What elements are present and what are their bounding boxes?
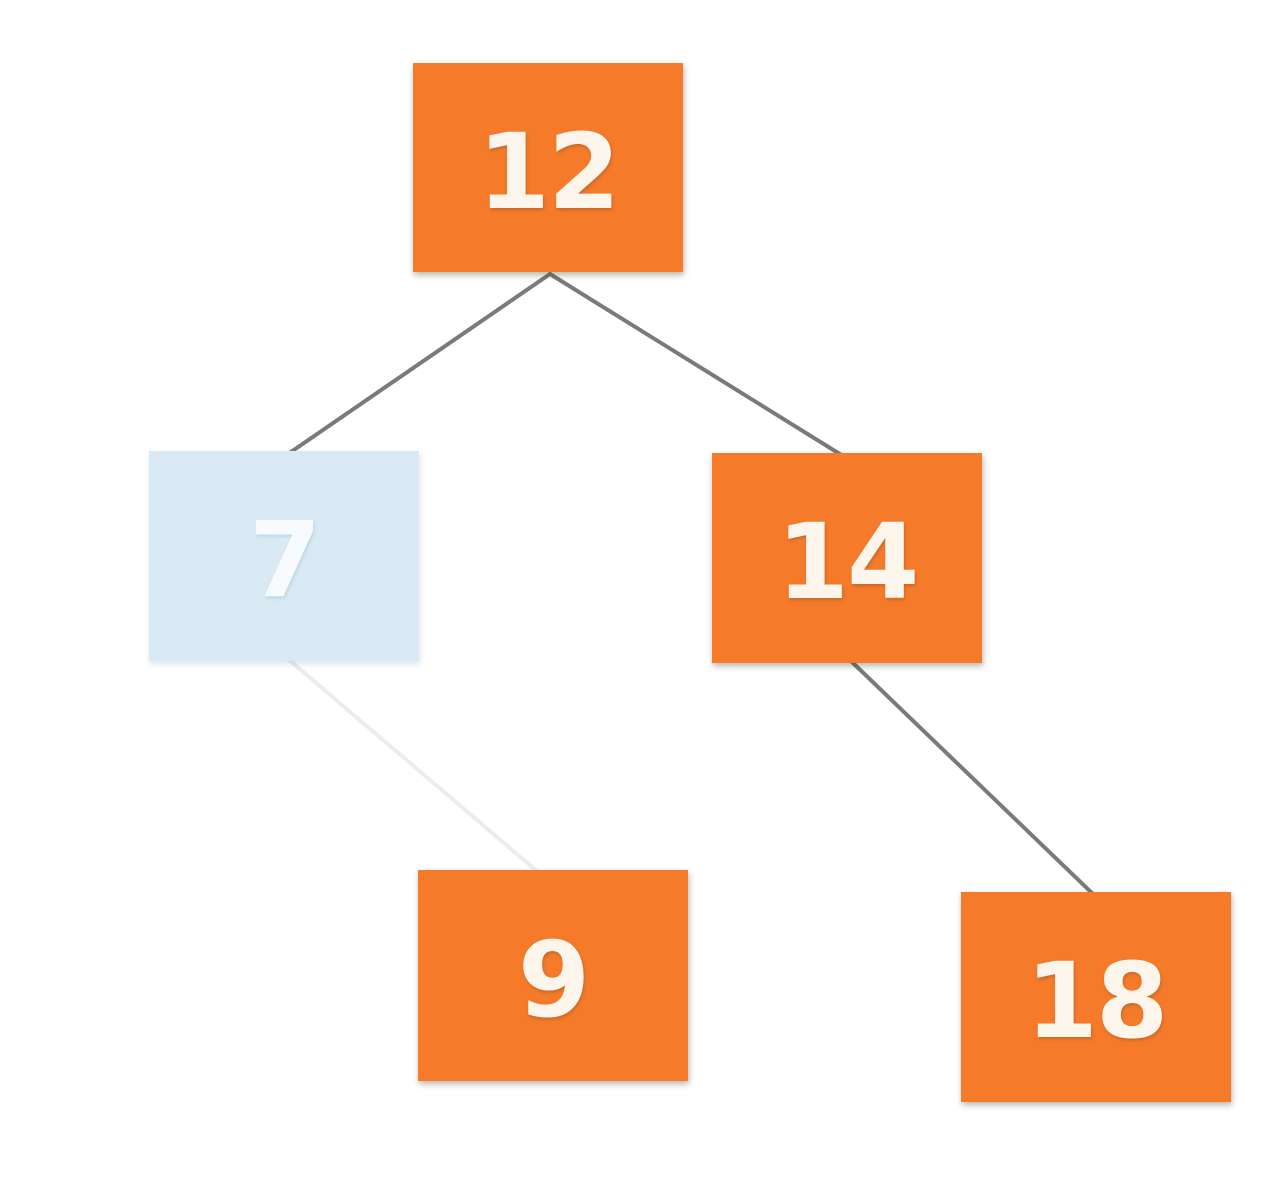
tree-edge-n14-n18	[850, 660, 1096, 897]
node-value: 9	[517, 918, 590, 1041]
node-value: 12	[477, 110, 621, 233]
tree-edge-n12-n14	[548, 272, 845, 458]
tree-edge-n12-n7	[286, 272, 552, 456]
node-value: 7	[248, 499, 321, 621]
tree-node-7: 7	[149, 451, 419, 661]
tree-edge-n7-n9	[286, 657, 540, 874]
tree-node-9: 9	[418, 870, 688, 1081]
node-value: 14	[776, 501, 920, 623]
tree-node-12: 12	[413, 63, 683, 272]
tree-node-18: 18	[961, 892, 1231, 1102]
tree-node-14: 14	[712, 453, 982, 663]
node-value: 18	[1025, 940, 1169, 1062]
